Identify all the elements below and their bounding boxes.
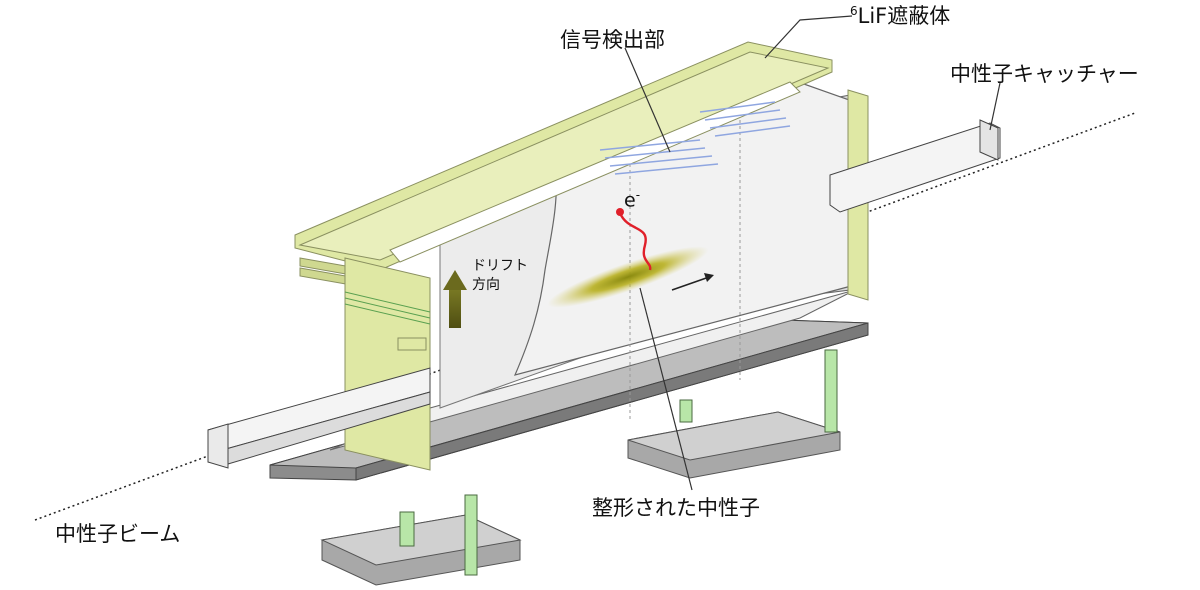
lif-shield-frame	[294, 41, 833, 291]
left-frame-pillar	[344, 257, 431, 471]
neutron-catcher-label: 中性子キャッチャー	[950, 62, 1139, 86]
beam-pipe-left	[207, 367, 431, 469]
up-arrow-icon	[443, 270, 467, 328]
right-arrow-icon	[671, 273, 714, 291]
readout-strips	[599, 101, 791, 175]
electron-symbol: e	[624, 189, 636, 212]
shaped-neutron-label: 整形された中性子	[592, 496, 760, 520]
electron-label: e-	[624, 188, 640, 211]
lif-shield-label: 6LiF遮蔽体	[850, 0, 950, 30]
drift-label-line2: 方向	[472, 277, 500, 293]
shaped-neutron-glow	[547, 246, 709, 308]
leader-lines	[624, 15, 1001, 491]
lif-superscript: 6	[850, 4, 858, 18]
signal-detector-label: 信号検出部	[560, 28, 665, 52]
lif-shield-text: LiF遮蔽体	[857, 4, 951, 28]
neutron-catcher-pipe	[829, 119, 1001, 213]
drift-direction-label: ドリフト 方向	[472, 257, 528, 295]
electron-track	[618, 212, 652, 271]
support-legs	[399, 349, 838, 576]
drift-label-line1: ドリフト	[472, 258, 528, 274]
electron-charge: -	[635, 188, 641, 202]
electron-dot	[616, 208, 624, 216]
neutron-beam-label: 中性子ビーム	[55, 522, 181, 546]
